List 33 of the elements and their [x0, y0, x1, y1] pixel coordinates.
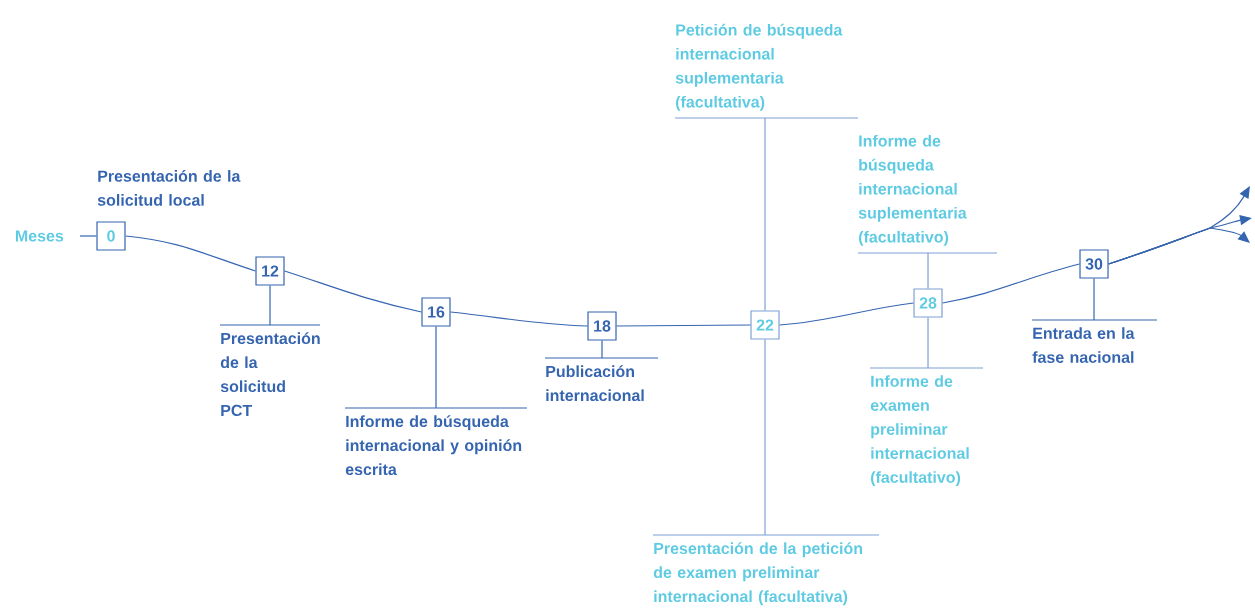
month-box: 0 — [96, 221, 126, 251]
month-box: 12 — [255, 256, 285, 286]
milestone-label: Publicación internacional — [544, 357, 659, 402]
milestone-label: Presentación de la solicitud PCT — [219, 324, 321, 417]
timeline-curve — [125, 235, 256, 272]
milestone-label: Entrada en la fase nacional — [1031, 319, 1158, 363]
timeline-curve — [942, 263, 1080, 304]
leader-line — [764, 339, 766, 536]
milestone-label: Informe de examen preliminar internacional (facultativo) — [869, 367, 984, 487]
milestone-label: Presentación de la petición de examen preliminar internacional (facultativa) — [652, 534, 880, 606]
leader-line — [269, 285, 271, 326]
milestone-label: Informe de búsqueda internacional y opinión escrita — [344, 407, 528, 476]
arrow — [1108, 227, 1250, 265]
timeline-curve — [284, 270, 422, 313]
milestone-label: Petición de búsqueda internacional suplementaria (facultativa) — [674, 23, 859, 119]
milestone-label: Presentación de la solicitud local — [97, 169, 241, 206]
leader-line — [601, 340, 603, 359]
leader-line — [764, 117, 766, 311]
month-box: 22 — [750, 310, 780, 340]
timeline-curve — [616, 324, 751, 327]
month-box: 16 — [421, 297, 451, 327]
axis-label: Meses — [15, 230, 64, 242]
month-box: 18 — [587, 311, 617, 341]
leader-line — [1093, 278, 1095, 321]
month-box: 28 — [913, 288, 943, 318]
leader-line — [435, 326, 437, 409]
milestone-label: Informe de búsqueda internacional suplementaria (facultativo) — [857, 134, 998, 254]
leader-line — [927, 252, 929, 289]
leader-line — [927, 317, 929, 369]
timeline-curve — [779, 302, 914, 326]
connector-line — [79, 235, 97, 237]
timeline-curve — [450, 311, 588, 327]
month-box: 30 — [1079, 249, 1109, 279]
